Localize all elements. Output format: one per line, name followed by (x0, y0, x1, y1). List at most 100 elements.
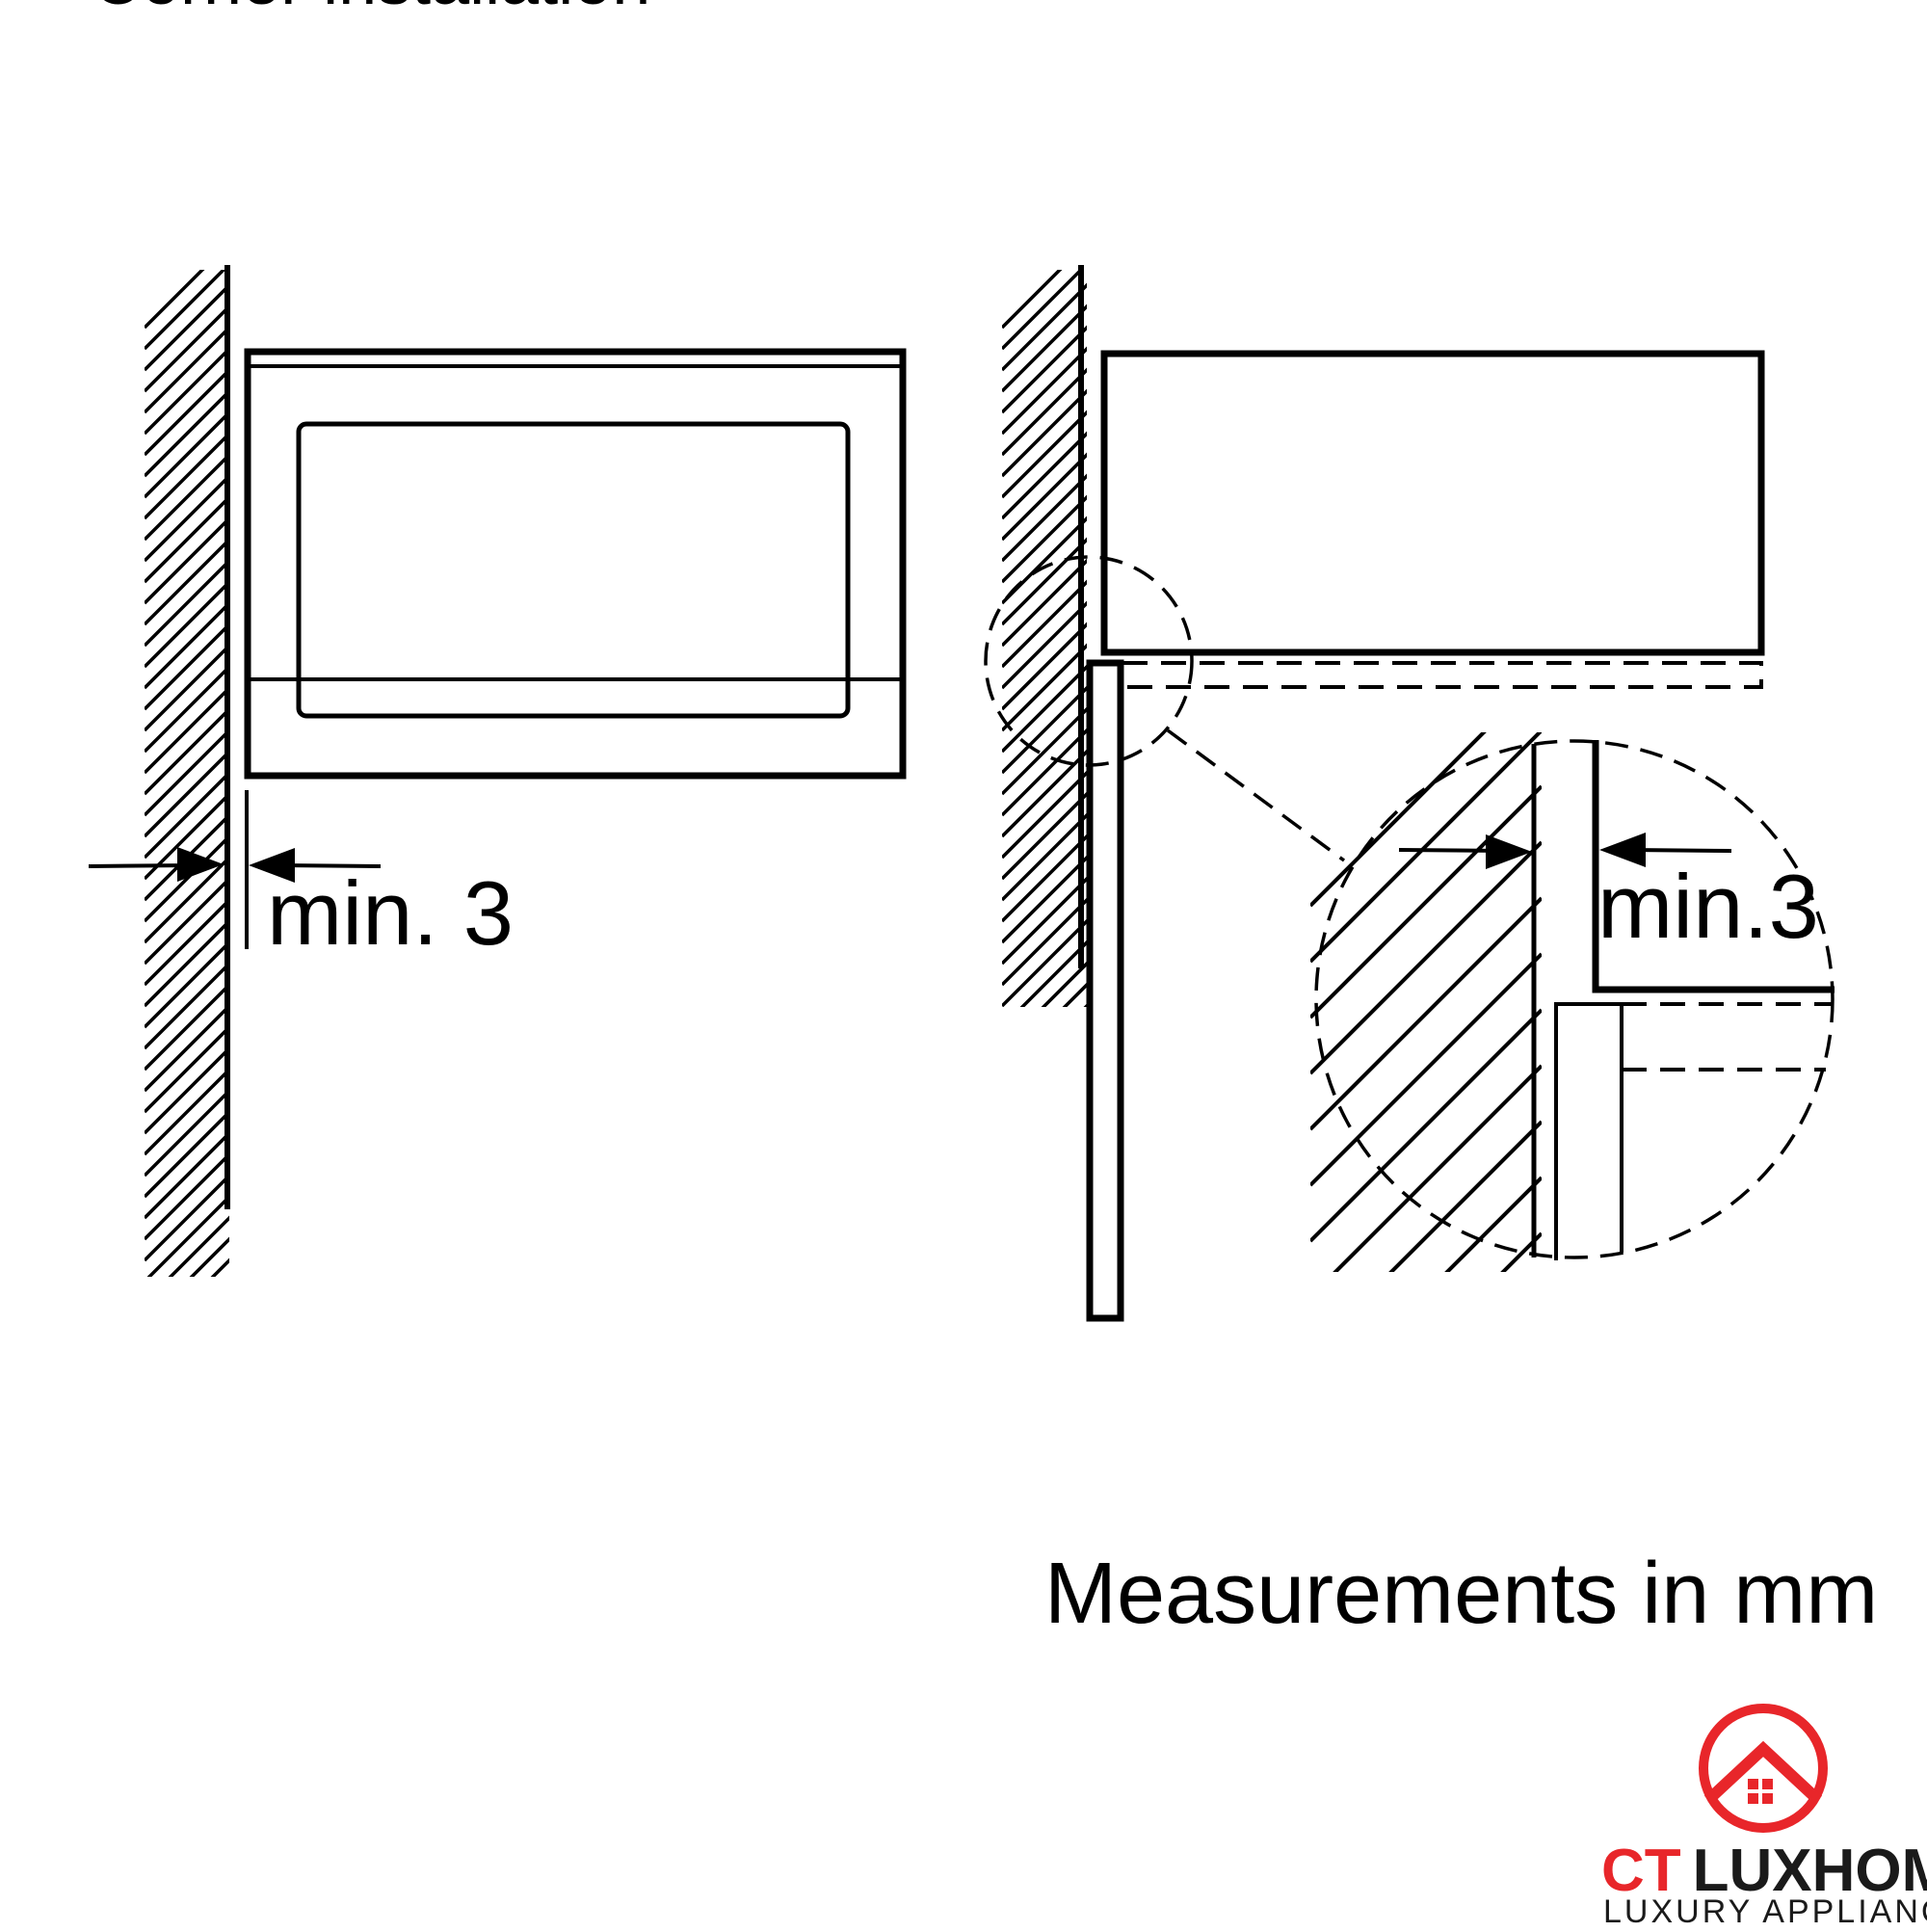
right-wall-hatching (1002, 270, 1089, 1112)
hatch-line (1002, 770, 1087, 860)
left-arrow-shaft-in (88, 863, 194, 868)
hatch-line (145, 961, 229, 1050)
hatch-line (145, 834, 229, 923)
hatch-line (1444, 1176, 1542, 1272)
hatch-line (145, 1067, 229, 1156)
hatch-line (1002, 834, 1087, 923)
hatch-line (145, 1130, 229, 1220)
appliance-front-frame (244, 348, 907, 780)
hatch-line (1310, 952, 1542, 1187)
hatch-line (1041, 961, 1087, 1007)
hatch-line (1083, 1003, 1087, 1007)
hatch-line (145, 855, 229, 944)
hatch-line (145, 537, 229, 626)
hatch-line (1002, 367, 1087, 457)
hatch-line (1002, 473, 1087, 563)
hatch-line (1002, 558, 1087, 648)
hatch-line (145, 1024, 229, 1114)
hatch-line (145, 558, 229, 648)
hatch-line (1019, 940, 1087, 1007)
hatch-line (1002, 431, 1087, 520)
brand-tagline: LUXURY APPLIANCES (1603, 1893, 1927, 1927)
hatch-line (1002, 876, 1087, 966)
hatch-line (1002, 452, 1087, 542)
hatch-line (145, 685, 229, 775)
hatch-line (145, 622, 229, 711)
hatch-line (1002, 855, 1087, 944)
hatch-line (145, 706, 229, 796)
hatch-line (145, 282, 229, 372)
hatch-line (1002, 643, 1087, 732)
hatch-line (146, 1194, 229, 1277)
hatch-line (145, 270, 226, 351)
hatch-line (145, 346, 229, 436)
hatch-line (1310, 732, 1487, 908)
hatch-line (1310, 1289, 1542, 1521)
hatch-line (145, 1003, 229, 1093)
hatch-line (1002, 537, 1087, 626)
hatch-line (145, 876, 229, 966)
cabinet-side-panel (1086, 659, 1124, 1322)
hatch-line (1002, 304, 1087, 393)
brand-name-dark: LUXHOME (1693, 1838, 1927, 1904)
hatch-line (210, 1257, 229, 1277)
hatch-line (145, 749, 229, 838)
hatch-line (145, 304, 229, 393)
left-arrowhead-left (249, 848, 295, 883)
zoom-detail-circle (1314, 739, 1835, 1259)
diagram-title: Corner installation (92, 0, 650, 19)
hatch-line (1002, 600, 1087, 690)
right-arrow-shaft-out (1629, 848, 1732, 853)
hatch-line (145, 1109, 229, 1199)
hatch-line (145, 367, 229, 457)
measurements-caption: Measurements in mm (1044, 1546, 1878, 1642)
hatch-line (145, 270, 205, 330)
hatch-line (145, 1280, 231, 1366)
hatch-line (145, 1173, 229, 1262)
hatch-line (145, 473, 229, 563)
hatch-line (145, 516, 229, 605)
hatch-line (1002, 325, 1087, 414)
hatch-line (145, 643, 229, 732)
hatch-line (145, 664, 229, 754)
zoom-wall-hatching (1310, 732, 1542, 1521)
hatch-line (1002, 728, 1087, 817)
hatch-line (1310, 732, 1542, 964)
hatch-line (1002, 346, 1087, 436)
hatch-line (145, 431, 229, 520)
left-wall-hatching (145, 270, 231, 1366)
hatch-line (145, 452, 229, 542)
hatch-line (1388, 1120, 1542, 1272)
hatch-line (145, 770, 229, 860)
hatch-line (145, 494, 229, 584)
hatch-line (145, 982, 229, 1072)
left-arrow-shaft-out (278, 863, 382, 868)
hatch-line (1002, 685, 1087, 775)
left-view: min. 3 (88, 265, 907, 1366)
hatch-line (168, 1215, 229, 1277)
hatch-line (1002, 270, 1063, 330)
left-arrowhead-right (177, 847, 224, 882)
hatch-line (1333, 1064, 1542, 1272)
zoom-cabinet-panel (1554, 1002, 1623, 1260)
hatch-line (145, 918, 229, 1008)
hatch-line (145, 897, 229, 987)
hatch-line (1002, 388, 1087, 478)
brand-logo: CTLUXHOME LUXURY APPLIANCES (1601, 1704, 1927, 1930)
hatch-line (1002, 410, 1087, 499)
hatch-line (189, 1236, 229, 1277)
hatch-line (1002, 918, 1087, 1007)
hatch-line (145, 940, 229, 1029)
hatch-line (1002, 270, 1084, 351)
hatch-line (1002, 897, 1087, 987)
hatch-line (145, 1151, 229, 1241)
hatch-line (1002, 1025, 1089, 1112)
hatch-line (1310, 1008, 1542, 1243)
house-in-circle-icon (1699, 1704, 1828, 1833)
detail-leader-line (1166, 728, 1346, 862)
hatch-line (145, 410, 229, 499)
hatch-line (1002, 791, 1087, 881)
right-arrowhead-left (1599, 833, 1646, 867)
hatch-line (1002, 664, 1087, 754)
